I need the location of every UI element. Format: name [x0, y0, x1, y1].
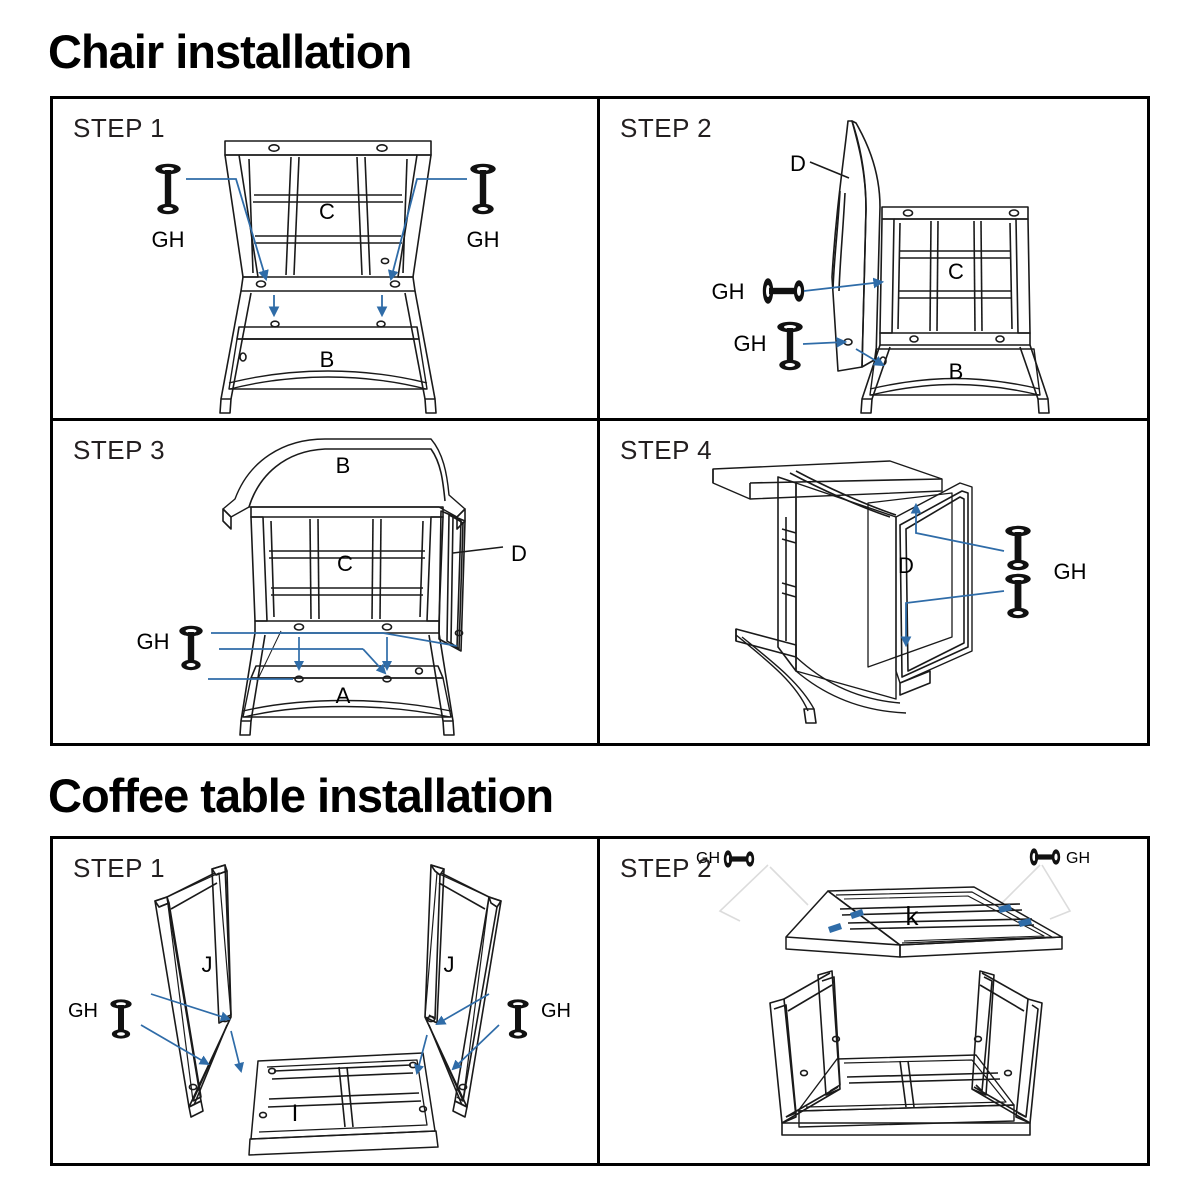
part-label-I: I: [292, 1100, 299, 1127]
panel-chair-step-4: STEP 4: [600, 421, 1147, 743]
bolt-vertical-icon: [1005, 573, 1031, 619]
step-label: STEP 1: [73, 853, 166, 883]
bolt-horizontal-icon: [723, 850, 755, 868]
hardware-label-GH: GH: [541, 1000, 571, 1022]
step-label: STEP 2: [620, 113, 713, 143]
hardware-label-GH: GH: [467, 227, 500, 252]
bolt-vertical-icon: [507, 999, 529, 1039]
hardware-label-GH: GH: [68, 1000, 98, 1022]
part-label-D: D: [790, 151, 806, 176]
panel-coffee-step-1: STEP 1: [53, 839, 600, 1163]
step-label: STEP 2: [620, 853, 713, 883]
part-label-C: C: [337, 551, 353, 576]
part-label-B: B: [320, 347, 335, 372]
coffee-table-section-title: Coffee table installation: [48, 769, 554, 822]
chair-step-4-drawing: D GH: [712, 460, 1087, 724]
hardware-label-GH: GH: [734, 331, 767, 356]
panel-chair-step-2: STEP 2: [600, 99, 1147, 421]
hardware-label-GH: GH: [712, 279, 745, 304]
part-label-B: B: [336, 453, 351, 478]
chair-steps-grid: STEP 1: [50, 96, 1150, 746]
bolt-vertical-icon: [1005, 525, 1031, 571]
chair-step-1-drawing: C B GH GH: [152, 140, 500, 414]
hardware-label-GH: GH: [137, 629, 170, 654]
hardware-label-GH: GH: [1054, 559, 1087, 584]
panel-chair-step-1: STEP 1: [53, 99, 600, 421]
step-label: STEP 4: [620, 435, 713, 465]
bolt-horizontal-icon: [762, 278, 805, 304]
chair-step-2-drawing: D C B GH GH: [712, 120, 1050, 414]
coffee-step-1-drawing: J J I GH GH: [68, 864, 571, 1156]
step-label: STEP 3: [73, 435, 166, 465]
part-label-C: C: [319, 199, 335, 224]
hardware-label-GH: GH: [696, 850, 720, 867]
panel-coffee-step-2: STEP 2: [600, 839, 1147, 1163]
part-label-B: B: [949, 359, 964, 384]
step-label: STEP 1: [73, 113, 166, 143]
part-label-D: D: [511, 541, 527, 566]
coffee-table-steps-grid: STEP 1: [50, 836, 1150, 1166]
hardware-label-GH: GH: [1066, 850, 1090, 867]
part-label-D: D: [898, 553, 914, 578]
part-label-A: A: [336, 683, 351, 708]
part-label-C: C: [948, 259, 964, 284]
hardware-label-GH: GH: [152, 227, 185, 252]
bolt-vertical-icon: [110, 999, 132, 1039]
bolt-horizontal-icon: [1029, 848, 1061, 866]
bolt-vertical-icon: [179, 625, 203, 671]
chair-section-title: Chair installation: [48, 25, 412, 78]
bolt-vertical-icon: [777, 321, 803, 371]
bolt-vertical-icon: [470, 163, 496, 215]
part-label-J: J: [202, 952, 213, 977]
part-label-k: k: [906, 901, 920, 931]
coffee-step-2-drawing: k GH GH: [696, 848, 1090, 1136]
chair-step-3-drawing: B C D A GH: [137, 438, 527, 736]
panel-chair-step-3: STEP 3: [53, 421, 600, 743]
bolt-vertical-icon: [155, 163, 181, 215]
part-label-J: J: [444, 952, 455, 977]
